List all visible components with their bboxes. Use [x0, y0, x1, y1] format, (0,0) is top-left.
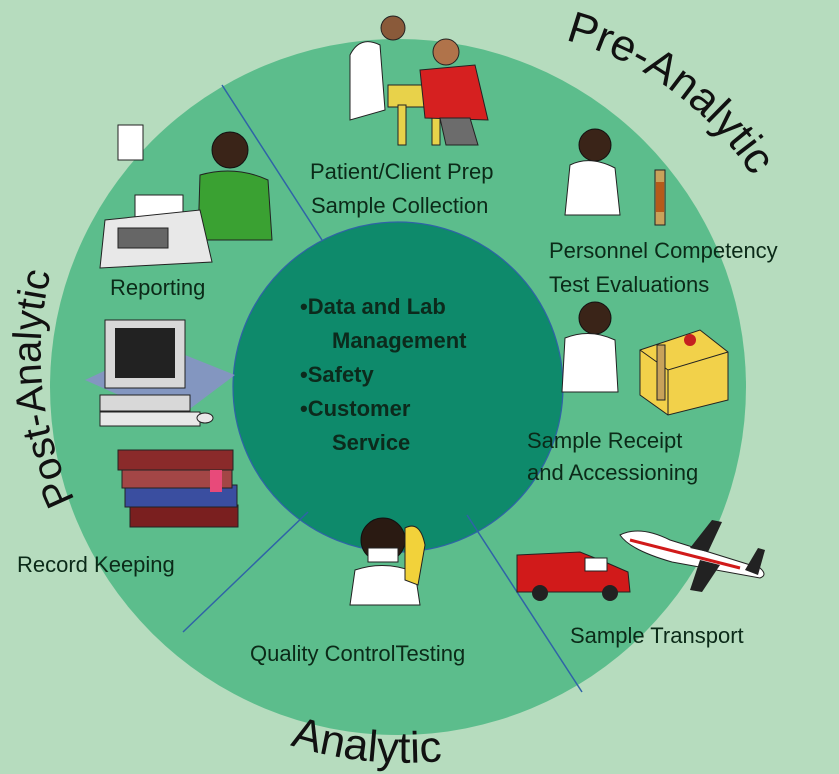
divider-bottom-left	[182, 511, 309, 633]
label-record-keeping: Record Keeping	[17, 552, 175, 577]
label-accessioning: and Accessioning	[527, 460, 699, 485]
airplane-clipart-icon	[619, 520, 765, 592]
center-item-safety: •Safety	[300, 362, 374, 387]
sample-box-clipart-icon	[561, 301, 729, 416]
center-item-management: Management	[332, 328, 467, 353]
van-clipart-icon	[516, 551, 631, 601]
label-sample-receipt: Sample Receipt	[527, 428, 683, 453]
computer-clipart-icon	[85, 319, 235, 427]
label-patient-prep: Patient/Client Prep	[310, 159, 494, 184]
label-test-evaluations: Test Evaluations	[549, 272, 710, 297]
fax-phone-clipart-icon	[99, 124, 273, 269]
blood-draw-clipart-icon	[349, 15, 489, 146]
center-item-customer: •Customer	[300, 396, 411, 421]
center-item-data-lab: •Data and Lab	[300, 294, 446, 319]
center-item-service: Service	[332, 430, 411, 455]
books-clipart-icon	[117, 449, 239, 528]
label-reporting: Reporting	[110, 275, 206, 300]
qc-technician-clipart-icon	[349, 517, 426, 606]
label-personnel-competency: Personnel Competency	[549, 238, 778, 263]
label-sample-collection: Sample Collection	[311, 193, 489, 218]
lab-technician-clipart-icon	[564, 128, 666, 226]
label-quality-control: Quality ControlTesting	[250, 641, 466, 666]
label-sample-transport: Sample Transport	[570, 623, 744, 648]
divider-bottom-right	[466, 514, 583, 693]
center-topics: •Data and Lab Management •Safety •Custom…	[300, 290, 500, 460]
divider-top	[221, 84, 323, 241]
